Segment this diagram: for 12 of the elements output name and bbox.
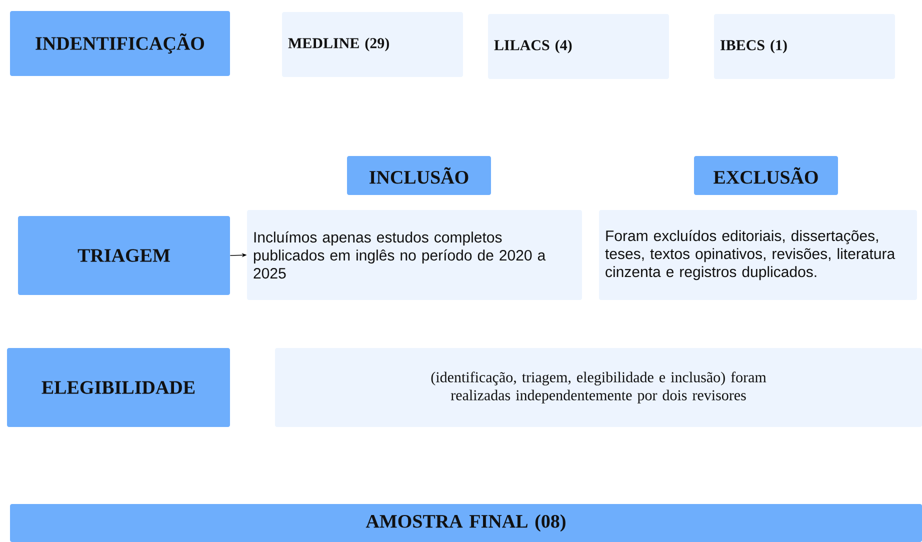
header-box: EXCLUSÃO xyxy=(694,156,838,195)
text-box: (identificação, triagem, elegibilidade e inclusão) foram realizadas independentemente por dois revisores xyxy=(275,348,922,427)
text-box: Foram excluídos editoriais, dissertações, teses, textos opinativos, revisões, literatura cinzenta e registros duplicados. xyxy=(599,210,917,300)
database-box: IBECS (1) xyxy=(714,14,895,79)
header-box: INDENTIFICAÇÃO xyxy=(10,11,230,76)
text-box: Incluímos apenas estudos completos publicados em inglês no período de 2020 a 2025 xyxy=(247,210,582,300)
header-box: ELEGIBILIDADE xyxy=(7,348,230,427)
database-box: LILACS (4) xyxy=(488,14,669,79)
database-box: MEDLINE (29) xyxy=(282,12,463,77)
header-box: INCLUSÃO xyxy=(347,156,491,195)
header-box: AMOSTRA FINAL (08) xyxy=(10,504,922,542)
header-box: TRIAGEM xyxy=(18,216,230,295)
